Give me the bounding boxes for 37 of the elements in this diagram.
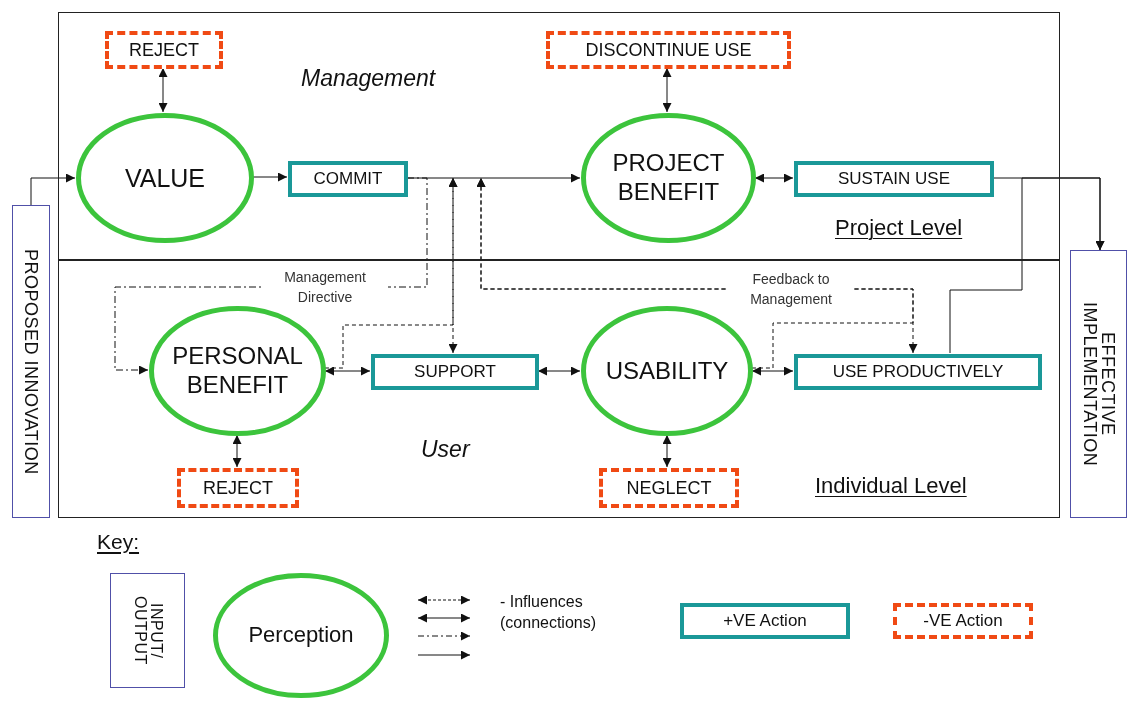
negative-action-box: REJECT	[177, 468, 299, 508]
positive-action-box: USE PRODUCTIVELY	[794, 354, 1042, 390]
input-output-box: PROPOSED INNOVATION	[12, 205, 50, 518]
arrow	[949, 177, 1105, 354]
negative-action-box: DISCONTINUE USE	[546, 31, 791, 69]
input-output-box: EFFECTIVE IMPLEMENTATION	[1070, 250, 1127, 518]
swimlane-panel	[58, 12, 1060, 260]
perception-ellipse: VALUE	[76, 113, 254, 243]
legend-text: - Influences (connections)	[500, 592, 598, 633]
lane-heading: Management	[301, 65, 436, 92]
arrow	[158, 67, 168, 113]
perception-ellipse: Perception	[213, 573, 389, 698]
dashed-arrow	[324, 177, 458, 369]
negative-action-box: NEGLECT	[599, 468, 739, 508]
lane-heading: User	[421, 436, 470, 463]
negative-action-box: -VE Action	[893, 603, 1033, 639]
level-label: Project Level	[835, 215, 963, 241]
key-heading: Key:	[97, 530, 140, 554]
positive-action-box: COMMIT	[288, 161, 408, 197]
perception-ellipse: PROJECT BENEFIT	[581, 113, 756, 243]
positive-action-box: SUPPORT	[371, 354, 539, 390]
perception-ellipse: USABILITY	[581, 306, 753, 436]
positive-action-box: +VE Action	[680, 603, 850, 639]
arrow	[751, 366, 794, 376]
arrow	[252, 172, 288, 182]
arrow	[662, 434, 672, 468]
positive-action-box: SUSTAIN USE	[794, 161, 994, 197]
input-output-box: INPUT/ OUTPUT	[110, 573, 185, 688]
negative-action-box: REJECT	[105, 31, 223, 69]
arrow	[30, 173, 76, 206]
swimlane-panel	[58, 260, 1060, 518]
arrow	[754, 173, 794, 183]
arrow	[232, 434, 242, 468]
arrow	[662, 67, 672, 113]
perception-ellipse: PERSONAL BENEFIT	[149, 306, 326, 436]
arrow	[324, 366, 371, 376]
level-label: Individual Level	[815, 473, 967, 499]
